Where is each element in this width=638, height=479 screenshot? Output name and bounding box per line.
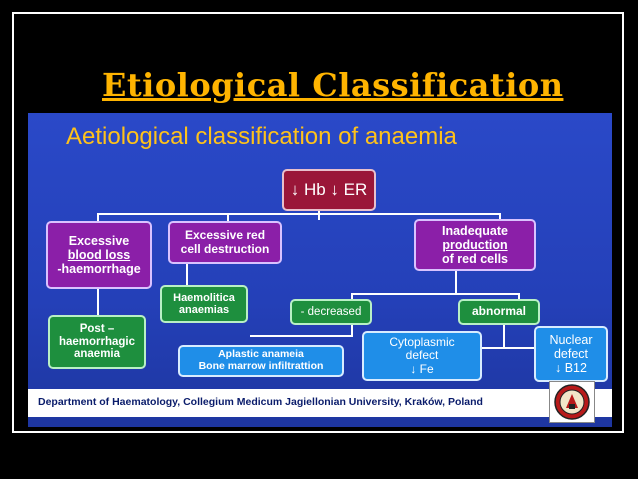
slide-title: Etiological Classification [102,66,564,104]
footer-bar: Department of Haematology, Collegium Med… [28,389,612,417]
inadequate-node: Inadequate production of red cells [414,219,536,271]
diagram-heading: Aetiological classification of anaemia [66,123,457,150]
post-haemorrhagic-node: Post – haemorrhagic anaemia [48,315,146,369]
destruction-node: Excessive red cell destruction [168,221,282,264]
cytoplasmic-line-2: defect [405,348,439,363]
footer-text: Department of Haematology, Collegium Med… [38,396,483,408]
decreased-label: - decreased [300,305,362,318]
connector-inadequate-down [455,271,457,293]
nuclear-line-1: Nuclear [549,333,593,347]
abnormal-node: abnormal [458,299,540,325]
connector-loss-to-post [97,289,99,315]
nuclear-line-2: defect [553,347,589,361]
connector-abnormal-down [503,325,505,349]
inadequate-line-3: of red cells [442,252,508,266]
root-node: ↓ Hb ↓ ER [282,169,376,211]
blood-loss-node: Excessive blood loss -haemorrhage [46,221,152,289]
inadequate-line-2: production [442,238,508,252]
haemolitica-line-1: Haemolitica [173,291,235,304]
decreased-node: - decreased [290,299,372,325]
cytoplasmic-line-1: Cytoplasmic [389,334,455,349]
haemolitica-node: Haemolitica anaemias [160,285,248,323]
connector-cyto-horizontal [482,347,504,349]
post-line-1: Post – [79,322,115,335]
cytoplasmic-node: Cytoplasmic defect ↓ Fe [362,331,482,381]
connector-root-down [318,211,320,220]
connector-left-drop [97,213,99,223]
blood-loss-line-3: -haemorrhage [57,262,141,276]
root-label: ↓ Hb ↓ ER [290,180,368,200]
destruction-line-1: Excessive red [184,228,266,243]
connector-abnormal-drop [518,293,520,299]
cytoplasmic-line-3: ↓ Fe [410,361,434,376]
connector-decreased-down [351,325,353,337]
aplastic-node: Aplastic anameia Bone marrow infiltratti… [178,345,344,377]
haemolitica-line-2: anaemias [178,304,230,316]
nuclear-node: Nuclear defect ↓ B12 [534,326,608,382]
connector-decreased-drop [351,293,353,299]
blood-loss-line-2: blood loss [67,248,131,262]
aplastic-line-1: Aplastic anameia [218,348,304,361]
aplastic-line-2: Bone marrow infiltrattion [198,360,324,372]
nuclear-line-3: ↓ B12 [555,361,587,375]
post-line-2: haemorrhagic [58,335,136,348]
slide-frame [12,12,624,433]
connector-destruction-to-haemolitica [186,263,188,285]
connector-nuclear-horizontal [504,347,534,349]
blood-loss-line-1: Excessive [68,234,130,248]
connector-branch-horizontal [351,293,520,295]
connector-right-drop [499,213,501,223]
connector-top-horizontal [97,213,500,215]
post-line-3: anaemia [73,348,121,361]
destruction-line-2: cell destruction [180,241,270,256]
diagram-panel: Aetiological classification of anaemia ↓… [28,113,612,427]
university-seal-icon [549,381,595,423]
abnormal-label: abnormal [471,304,526,319]
inadequate-line-1: Inadequate [442,224,508,238]
connector-mid-drop [227,213,229,223]
connector-aplastic-horizontal [250,335,352,337]
